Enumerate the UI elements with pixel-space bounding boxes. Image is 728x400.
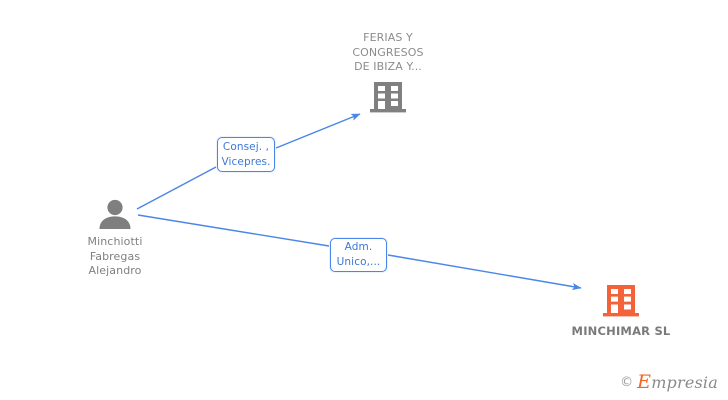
node-company-minchimar[interactable]: MINCHIMAR SL (546, 284, 696, 339)
node-company-minchimar-label: MINCHIMAR SL (571, 324, 671, 338)
node-person[interactable]: Minchiotti Fabregas Alejandro (60, 199, 170, 279)
edge-label-adm-unico-text: Adm. Unico,... (336, 241, 381, 268)
watermark: © Empresia (620, 371, 718, 393)
copyright-symbol: © (620, 374, 634, 390)
node-company-ferias[interactable]: FERIAS Y CONGRESOS DE IBIZA Y... (328, 31, 448, 113)
edge-label-consej-vicepres-text: Consej. , Vicepres. (221, 140, 271, 168)
empresia-logo-initial: E (637, 371, 652, 393)
edge-label-adm-unico[interactable]: Adm. Unico,... (330, 238, 387, 272)
building-icon (328, 81, 448, 113)
node-company-ferias-label: FERIAS Y CONGRESOS DE IBIZA Y... (352, 31, 424, 73)
empresia-logo-rest: mpresia (651, 373, 718, 392)
building-icon (546, 284, 696, 318)
edge-label-consej-vicepres[interactable]: Consej. , Vicepres. (217, 137, 275, 172)
edge-consej-chip-to-ferias (275, 113, 361, 149)
person-icon (60, 199, 170, 229)
node-person-label: Minchiotti Fabregas Alejandro (87, 235, 143, 277)
empresia-logo: Empresia (637, 371, 718, 393)
